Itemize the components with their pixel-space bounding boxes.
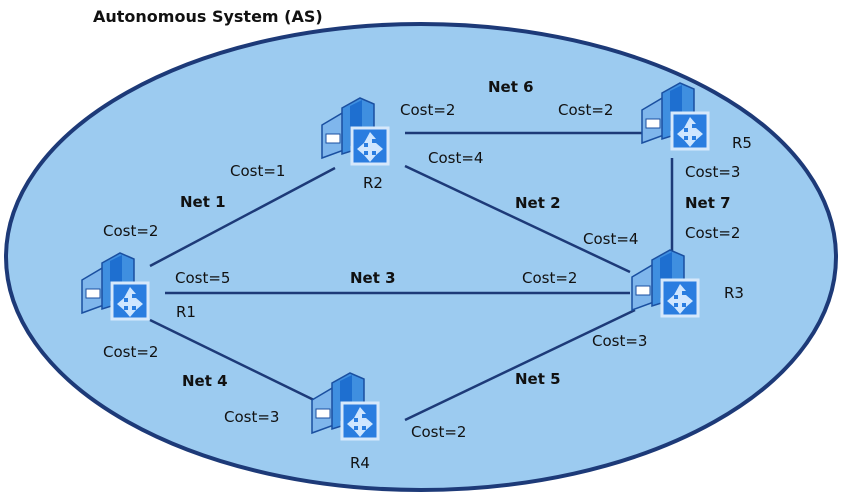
router-label-r4: R4	[350, 454, 370, 472]
net-label-5: Net 5	[515, 370, 561, 388]
diagram-title: Autonomous System (AS)	[93, 7, 323, 26]
cost-r2-net6: Cost=2	[400, 101, 455, 119]
net-label-7: Net 7	[685, 194, 731, 212]
router-label-r3: R3	[724, 284, 744, 302]
router-label-r2: R2	[363, 174, 383, 192]
cost-r5-net6: Cost=2	[558, 101, 613, 119]
cost-r2-net1: Cost=1	[230, 162, 285, 180]
net-label-1: Net 1	[180, 193, 226, 211]
cost-r3-net3: Cost=2	[522, 269, 577, 287]
router-label-r1: R1	[176, 303, 196, 321]
links	[149, 131, 674, 422]
cost-r1-net3: Cost=5	[175, 269, 230, 287]
cost-r3-net7: Cost=2	[685, 224, 740, 242]
net-label-3: Net 3	[350, 269, 396, 287]
link-net5	[404, 308, 636, 422]
cost-r1-net1: Cost=2	[103, 222, 158, 240]
cost-r3-net2: Cost=4	[583, 230, 638, 248]
cost-r5-net7: Cost=3	[685, 163, 740, 181]
router-label-r5: R5	[732, 134, 752, 152]
net-label-6: Net 6	[488, 78, 534, 96]
net-label-4: Net 4	[182, 372, 228, 390]
link-net4	[149, 318, 319, 404]
link-net2	[404, 164, 631, 274]
link-net1	[149, 166, 336, 268]
cost-r2-net2: Cost=4	[428, 149, 483, 167]
cost-r1-net4: Cost=2	[103, 343, 158, 361]
net-label-2: Net 2	[515, 194, 561, 212]
cost-r3-net5: Cost=3	[592, 332, 647, 350]
cost-r4-net4: Cost=3	[224, 408, 279, 426]
cost-r4-net5: Cost=2	[411, 423, 466, 441]
autonomous-system-area	[4, 22, 838, 492]
